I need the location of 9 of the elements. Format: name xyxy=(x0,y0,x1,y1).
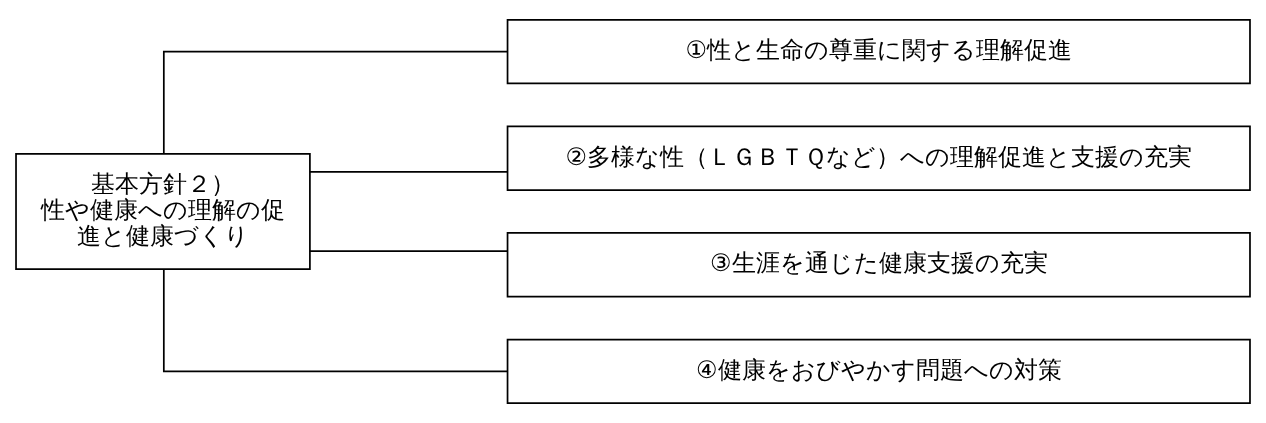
connector xyxy=(162,268,509,373)
connector xyxy=(309,171,509,173)
connector xyxy=(162,50,509,155)
node-box: 基本方針２） 性や健康への理解の促進と健康づくり xyxy=(15,153,311,270)
node-box: ②多様な性（ＬＧＢＴＱなど）への理解促進と支援の充実 xyxy=(506,125,1251,191)
node-box: ①性と生命の尊重に関する理解促進 xyxy=(506,19,1251,85)
node-box: ③生涯を通じた健康支援の充実 xyxy=(506,232,1251,298)
connector xyxy=(309,250,509,252)
node-box: ④健康をおびやかす問題への対策 xyxy=(506,338,1251,404)
